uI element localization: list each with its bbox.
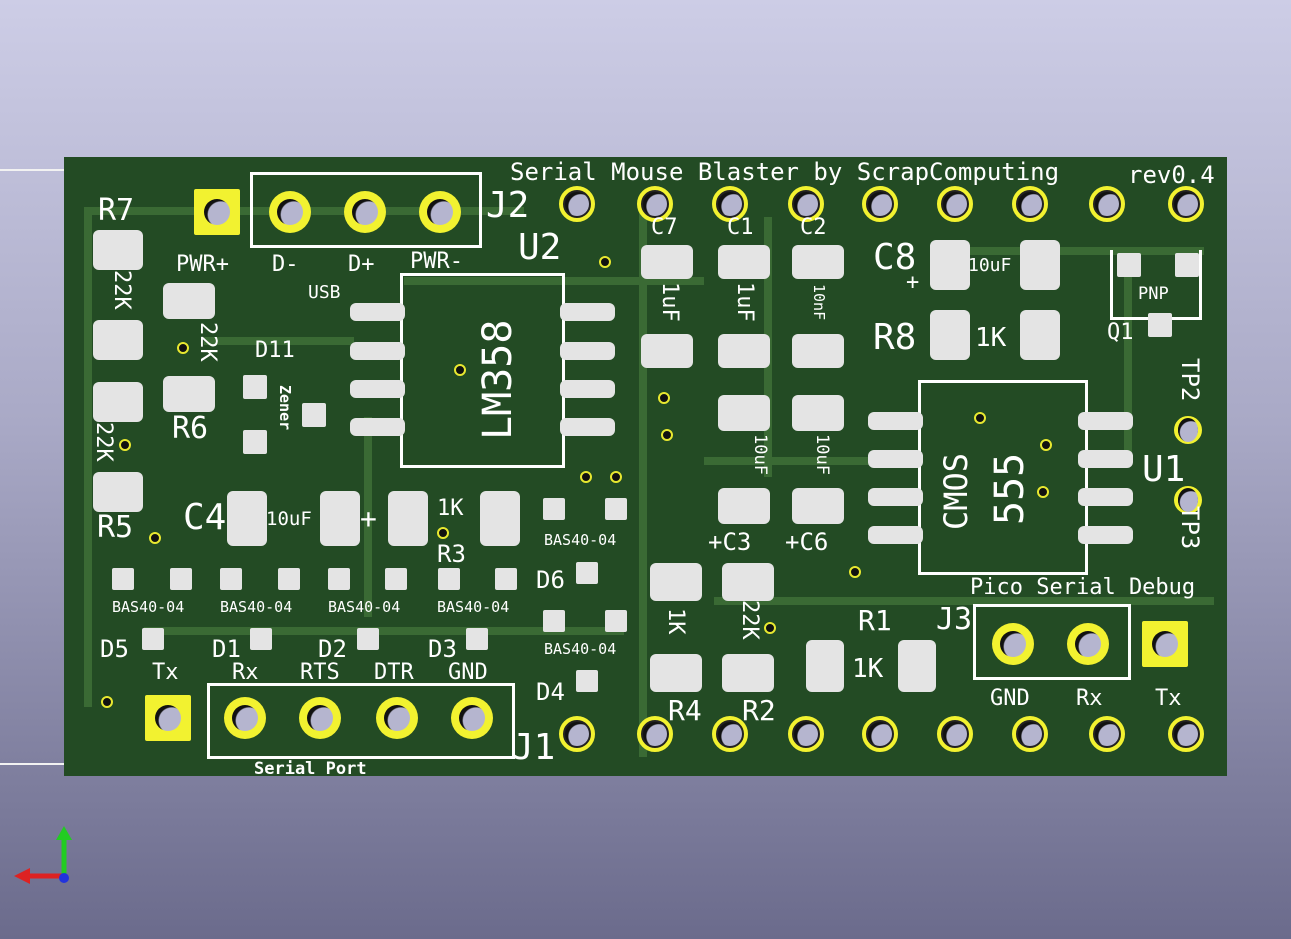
j1-pin-dtr: DTR (374, 660, 414, 685)
j2-label: USB (308, 282, 341, 303)
j2-pin-dplus: D+ (348, 252, 375, 277)
u2-outline (400, 273, 565, 468)
ref-c3: +C3 (708, 528, 752, 556)
ref-r5: R5 (97, 510, 134, 545)
ref-j1: J1 (512, 727, 556, 768)
u1-outline (918, 380, 1088, 575)
ref-c8: C8 (873, 237, 917, 278)
ref-c2: C2 (800, 215, 827, 240)
j3-pin-gnd: GND (990, 686, 1030, 711)
j2-pin-dminus: D- (272, 252, 299, 277)
j1-pin-gnd: GND (448, 660, 488, 685)
j2-pin-pwr-minus: PWR- (410, 249, 463, 274)
value-u2: LM358 (475, 319, 521, 440)
j1-outline (207, 683, 515, 759)
j1-label: Serial Port (254, 759, 367, 779)
value-q1: PNP (1138, 284, 1169, 304)
ref-u2: U2 (518, 227, 562, 268)
value-r1: 1K (852, 654, 884, 684)
ref-c7: C7 (651, 215, 678, 240)
value-r4: 1K (663, 608, 688, 635)
ref-c4: C4 (183, 497, 227, 538)
value-r2: 22K (737, 600, 762, 640)
ref-r4: R4 (668, 694, 702, 727)
ref-j3: J3 (936, 602, 973, 637)
value-d1: BAS40-04 (220, 598, 293, 616)
value-c6: 10uF (812, 434, 832, 475)
ref-r2: R2 (742, 694, 776, 727)
j2-outline (250, 172, 482, 248)
value-c4: 10uF (266, 508, 312, 530)
value-c1: 1uF (732, 282, 757, 322)
value-r5: 22K (91, 422, 116, 462)
ref-d11: D11 (255, 338, 295, 363)
ref-d2: D2 (318, 635, 347, 663)
ref-r6: R6 (172, 411, 209, 446)
ref-r7: R7 (98, 193, 135, 228)
value-r6: 22K (195, 322, 220, 362)
ref-d1: D1 (212, 635, 241, 663)
value-d6: BAS40-04 (544, 531, 617, 549)
ref-c6: +C6 (785, 528, 829, 556)
board-edge-line (0, 169, 64, 171)
ref-d4: D4 (536, 678, 565, 706)
ref-u1: U1 (1142, 449, 1186, 490)
j2-pin-pwr-plus: PWR+ (176, 252, 229, 277)
ref-r8: R8 (873, 317, 917, 358)
j3-title: Pico Serial Debug (970, 575, 1196, 600)
j3-pin-tx: Tx (1155, 686, 1182, 711)
j3-pin-rx: Rx (1076, 686, 1103, 711)
value-u1-cmos: CMOS (937, 452, 975, 530)
board-edge-line (0, 763, 64, 765)
value-c2: 10nF (810, 284, 828, 321)
ref-c1: C1 (727, 215, 754, 240)
value-d2: BAS40-04 (328, 598, 401, 616)
value-d5: BAS40-04 (112, 598, 185, 616)
ref-r1: R1 (858, 604, 892, 637)
ref-d3: D3 (428, 635, 457, 663)
z-axis-icon (59, 873, 69, 883)
j1-pin-rts: RTS (300, 660, 340, 685)
ref-tp2: TP2 (1176, 358, 1204, 402)
board-revision: rev0.4 (1128, 161, 1215, 189)
value-r7: 22K (109, 270, 134, 310)
value-u1-555: 555 (987, 452, 1033, 525)
value-r8: 1K (975, 323, 1007, 353)
value-d11: Zener (276, 385, 294, 431)
ref-d5: D5 (100, 635, 129, 663)
ref-q1: Q1 (1107, 320, 1134, 345)
ref-j2: J2 (486, 185, 530, 226)
c4-polarity: + (360, 502, 377, 535)
value-d4: BAS40-04 (544, 640, 617, 658)
axis-orientation-gizmo (14, 826, 72, 884)
value-c7: 1uF (657, 282, 682, 322)
value-c8: 10uF (968, 255, 1012, 276)
ref-d6: D6 (536, 566, 565, 594)
c8-polarity: + (906, 270, 920, 295)
value-r3: 1K (437, 496, 464, 521)
j1-pin-tx: Tx (152, 660, 179, 685)
board-title: Serial Mouse Blaster by ScrapComputing (510, 158, 1060, 186)
ref-tp3: TP3 (1176, 506, 1204, 550)
j3-outline (973, 604, 1131, 680)
j1-pin-rx: Rx (232, 660, 259, 685)
ref-r3: R3 (437, 540, 466, 568)
value-d3: BAS40-04 (437, 598, 510, 616)
value-c3: 10uF (750, 434, 770, 475)
